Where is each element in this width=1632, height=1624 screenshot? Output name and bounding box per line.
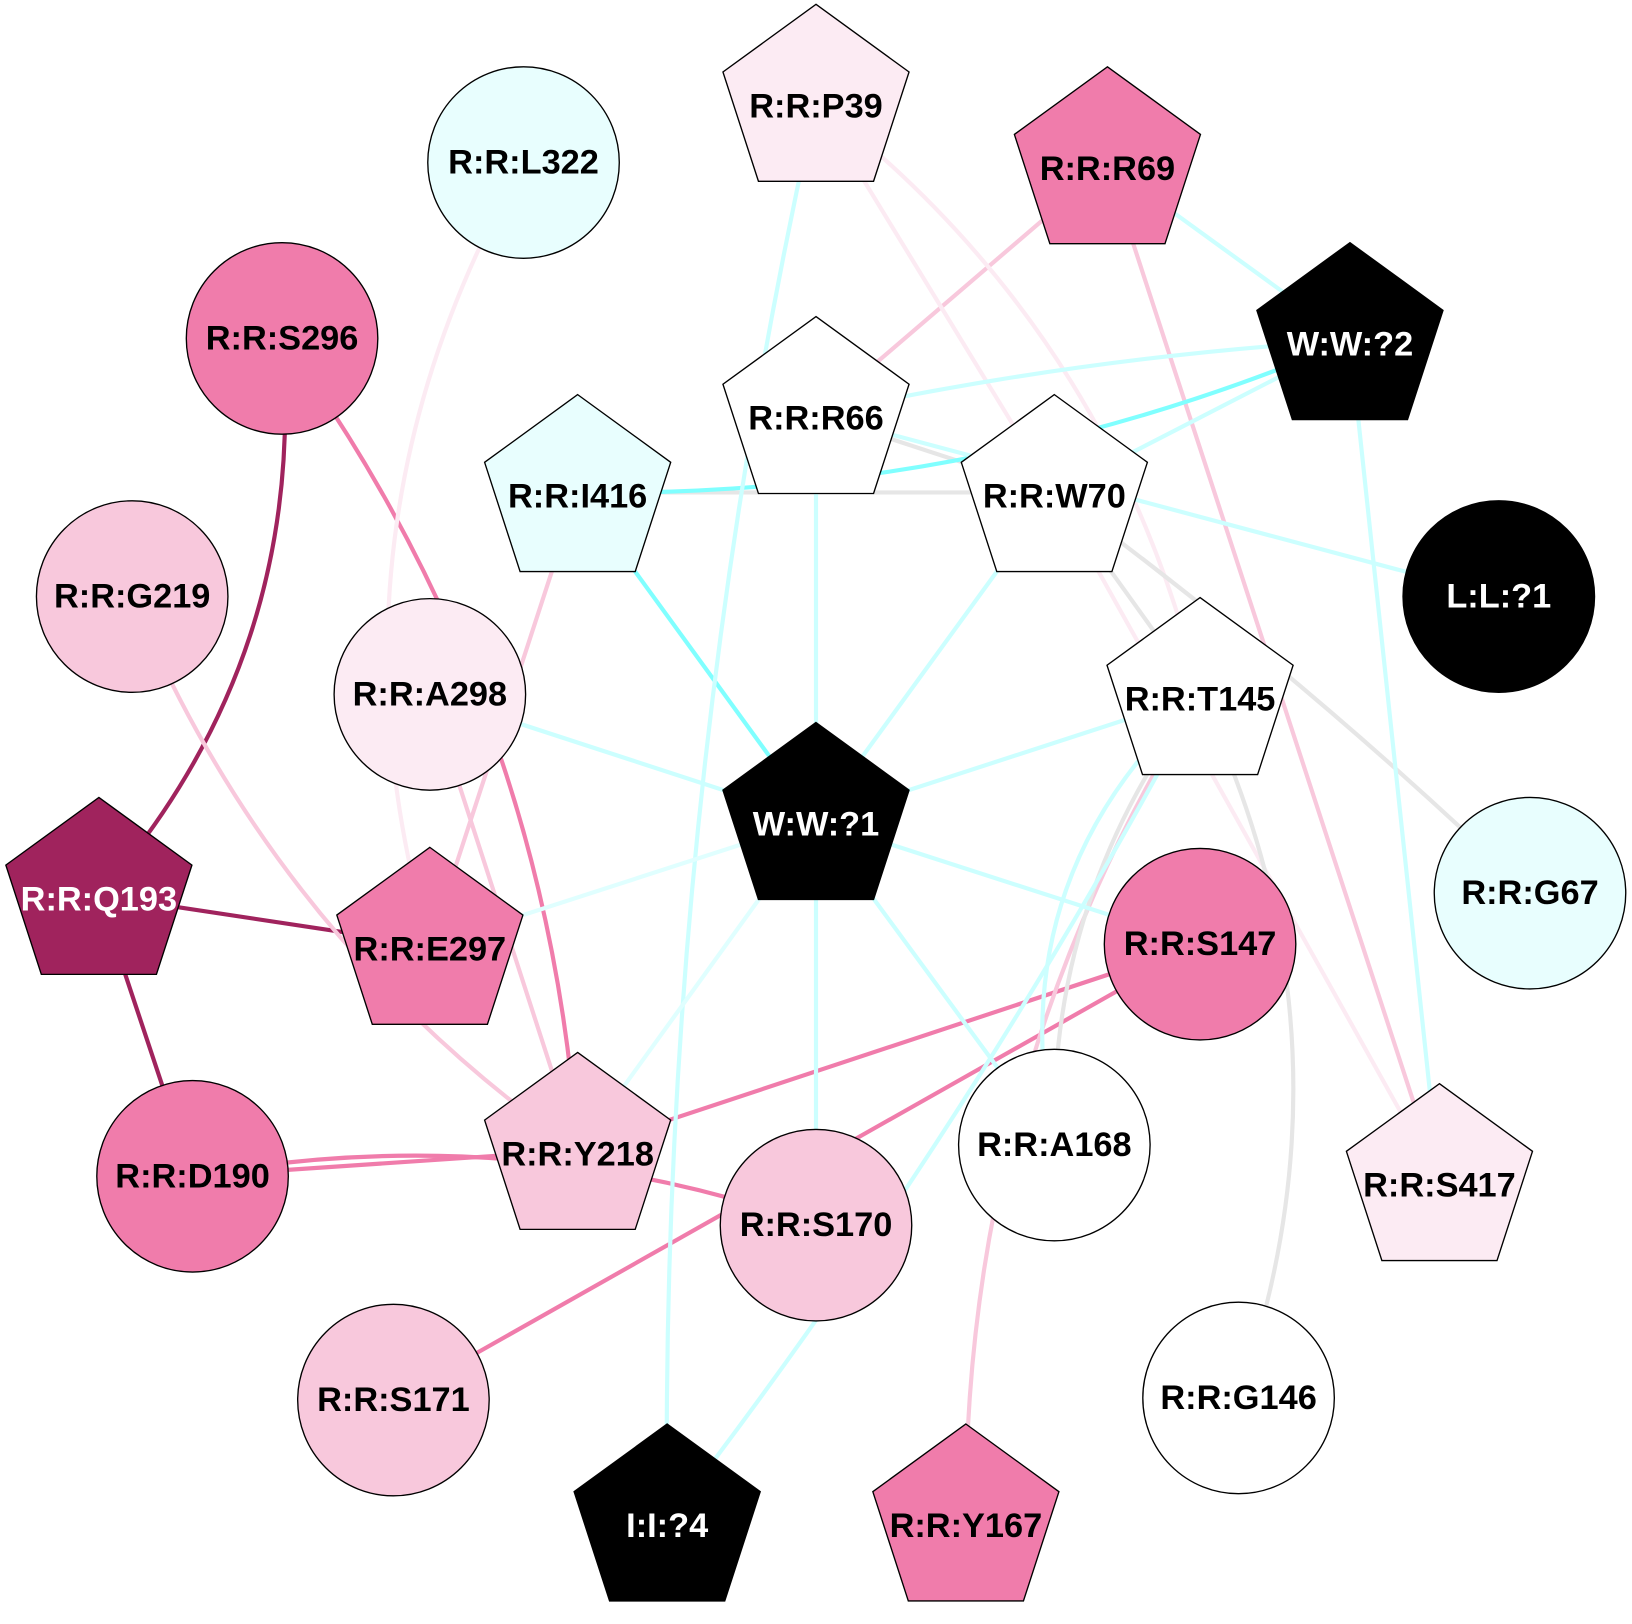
circle-shape — [333, 597, 527, 791]
circle-shape — [1433, 796, 1627, 990]
node-y218[interactable]: R:R:Y218 — [483, 1051, 672, 1231]
edge-r66-l1 — [815, 412, 1500, 599]
edge-g219-y218 — [130, 595, 579, 1152]
node-l1[interactable]: L:L:?1 — [1402, 500, 1596, 693]
circle-shape — [1103, 847, 1297, 1041]
node-l322[interactable]: R:R:L322 — [427, 66, 620, 259]
node-label: R:R:A298 — [353, 675, 508, 713]
node-a298[interactable]: R:R:A298 — [333, 597, 527, 791]
pentagon-shape — [1106, 596, 1294, 776]
node-label: R:R:S417 — [1363, 1167, 1516, 1205]
pentagon-shape — [960, 393, 1149, 573]
node-y167[interactable]: R:R:Y167 — [872, 1423, 1060, 1602]
node-g146[interactable]: R:R:G146 — [1142, 1301, 1336, 1495]
edge-w2-s417 — [1347, 340, 1442, 1182]
edge-w70-s417 — [1052, 491, 1442, 1183]
node-label: R:R:R69 — [1040, 150, 1175, 188]
edge-l322-e297 — [385, 161, 526, 946]
node-label: R:R:W70 — [983, 478, 1126, 516]
node-label: R:R:T145 — [1125, 681, 1276, 719]
node-w1[interactable]: W:W:?1 — [722, 721, 910, 901]
circle-shape — [1142, 1301, 1336, 1495]
node-w2[interactable]: W:W:?2 — [1256, 241, 1444, 421]
circle-shape — [719, 1128, 913, 1322]
node-s296[interactable]: R:R:S296 — [185, 241, 379, 435]
node-label: R:R:Y218 — [501, 1135, 654, 1173]
pentagon-shape — [1345, 1082, 1534, 1262]
node-r69[interactable]: R:R:R69 — [1013, 65, 1202, 245]
edge-p39-t145 — [814, 100, 1203, 696]
circle-shape — [427, 66, 620, 259]
node-label: R:R:L322 — [448, 144, 599, 182]
pentagon-shape — [336, 846, 524, 1026]
node-label: W:W:?1 — [753, 805, 879, 843]
node-s147[interactable]: R:R:S147 — [1103, 847, 1297, 1041]
node-label: R:R:Y167 — [890, 1507, 1043, 1545]
node-label: R:R:Q193 — [21, 880, 177, 918]
circle-shape — [296, 1303, 490, 1497]
pentagon-shape — [722, 721, 910, 901]
node-label: R:R:G67 — [1461, 874, 1598, 912]
node-e297[interactable]: R:R:E297 — [336, 846, 524, 1026]
node-label: I:I:?4 — [626, 1507, 708, 1545]
node-s171[interactable]: R:R:S171 — [296, 1303, 490, 1497]
node-i416[interactable]: R:R:I416 — [483, 393, 672, 573]
node-label: R:R:E297 — [354, 930, 507, 968]
pentagon-shape — [573, 1423, 762, 1602]
pentagon-shape — [872, 1423, 1060, 1602]
node-s417[interactable]: R:R:S417 — [1345, 1082, 1534, 1262]
pentagon-shape — [483, 1051, 672, 1231]
node-label: R:R:S296 — [206, 319, 359, 357]
node-label: R:R:G146 — [1160, 1379, 1316, 1417]
node-label: R:R:A168 — [977, 1126, 1132, 1164]
node-label: R:R:I416 — [508, 478, 647, 516]
node-label: R:R:S170 — [740, 1206, 893, 1244]
node-label: R:R:G219 — [54, 578, 210, 616]
edge-t145-i4 — [665, 694, 1202, 1524]
node-label: R:R:S147 — [1124, 925, 1277, 963]
pentagon-shape — [722, 315, 910, 495]
node-label: L:L:?1 — [1446, 578, 1551, 616]
pentagon-shape — [1013, 65, 1202, 245]
node-g67[interactable]: R:R:G67 — [1433, 796, 1627, 990]
node-d190[interactable]: R:R:D190 — [96, 1079, 289, 1273]
pentagon-shape — [5, 796, 193, 976]
pentagon-shape — [722, 3, 910, 182]
node-label: W:W:?2 — [1287, 326, 1413, 364]
node-label: R:R:R66 — [748, 400, 883, 438]
node-p39[interactable]: R:R:P39 — [722, 3, 910, 182]
node-i4[interactable]: I:I:?4 — [573, 1423, 762, 1602]
pentagon-shape — [1256, 241, 1444, 421]
circle-shape — [35, 500, 229, 693]
node-r66[interactable]: R:R:R66 — [722, 315, 910, 495]
circle-shape — [96, 1079, 289, 1273]
node-s170[interactable]: R:R:S170 — [719, 1128, 913, 1322]
node-label: R:R:D190 — [115, 1157, 270, 1195]
node-label: R:R:S171 — [317, 1381, 470, 1419]
pentagon-shape — [483, 393, 672, 573]
circle-shape — [957, 1048, 1151, 1242]
circle-shape — [1402, 500, 1596, 693]
edge-t145-g146 — [1198, 694, 1296, 1399]
node-a168[interactable]: R:R:A168 — [957, 1048, 1151, 1242]
node-t145[interactable]: R:R:T145 — [1106, 596, 1294, 776]
node-q193[interactable]: R:R:Q193 — [5, 796, 193, 976]
node-g219[interactable]: R:R:G219 — [35, 500, 229, 693]
circle-shape — [185, 241, 379, 435]
node-label: R:R:P39 — [749, 87, 883, 125]
node-w70[interactable]: R:R:W70 — [960, 393, 1149, 573]
edge-p39-i4 — [664, 101, 819, 1522]
